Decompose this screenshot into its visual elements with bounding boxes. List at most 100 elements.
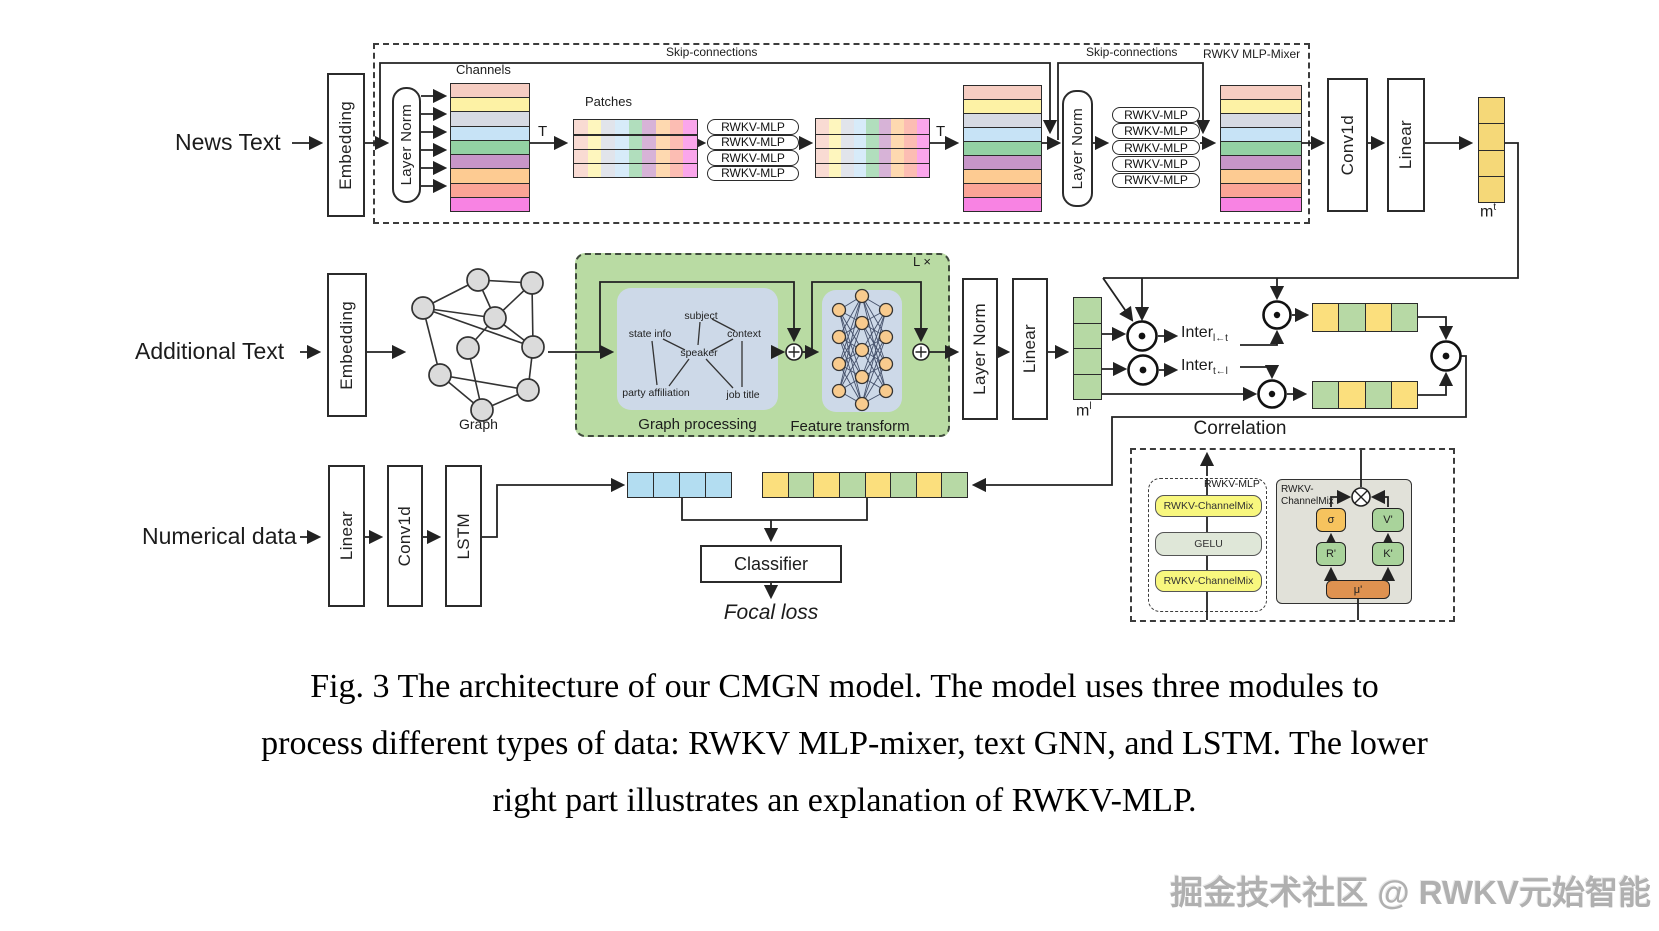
color-cell [1074,322,1101,348]
color-cell [1221,155,1301,169]
caption-line-1: Fig. 3 The architecture of our CMGN mode… [310,668,1379,705]
caption-line-2: process different types of data: RWKV ML… [261,725,1428,762]
color-cell [1221,86,1301,99]
color-cell [451,139,529,155]
color-cell [1221,127,1301,141]
color-cell [1221,169,1301,183]
gp-node-subject: subject [684,310,718,322]
rwkv-mlp-pill: RWKV-MLP [1112,123,1200,139]
color-cell [1221,197,1301,211]
r-prime-box: R' [1316,542,1346,566]
gp-node-state-info: state info [628,328,672,340]
channelmix-right-label-line1: RWKV- [1281,484,1314,495]
color-cell [451,154,529,169]
color-cell [1074,348,1101,374]
conv1d-box-news: Conv1d [1327,78,1368,212]
patch-row-divider [816,133,929,135]
color-cell [1479,98,1504,124]
rwkv-mlp-pill: RWKV-MLP [1112,139,1200,156]
patch-row-divider [816,162,929,164]
inter-sub: t←l [1213,366,1228,378]
mt-label: mt [1480,202,1496,221]
l-times-label: L × [913,254,931,269]
patch-row-divider [574,134,697,136]
mu-prime-box: μ' [1326,580,1390,599]
color-cell [864,473,891,497]
color-cell [1313,382,1339,408]
color-cell [964,86,1041,99]
color-cell [1074,373,1101,399]
embedding-box-additional: Embedding [327,273,367,417]
linear-label: Linear [1020,324,1039,374]
embedding-box-news: Embedding [327,73,365,217]
embedding-label: Embedding [337,300,356,390]
channelmix-right-label-line2: ChannelMix [1281,496,1334,507]
fused-strip-2 [1312,381,1418,409]
linear-label: Linear [336,511,356,561]
ml-label: ml [1076,401,1092,420]
mu-prime-label: μ' [1353,583,1363,596]
linear-box-additional: Linear [1012,278,1048,420]
skip-connections-label-1: Skip-connections [666,45,758,59]
graph-processing-label: Graph processing [638,416,757,433]
k-prime-label: K' [1383,548,1393,560]
color-cell [964,169,1041,183]
channelmix-label: RWKV-ChannelMix [1163,575,1254,587]
patches-label: Patches [585,94,632,109]
lstm-label: LSTM [453,512,473,560]
color-cell [1479,123,1504,150]
inter-base: Inter [1181,357,1214,374]
color-cell [1338,304,1365,331]
m-sup: t [1493,202,1497,213]
conv1d-label: Conv1d [1337,114,1357,176]
feature-transform-box [822,290,902,412]
color-cell [1221,113,1301,127]
color-cell [787,473,814,497]
transpose-label-2: T [936,123,946,140]
feature-transform-label: Feature transform [790,418,910,435]
rwkv-mlp-pill: RWKV-MLP [707,165,799,181]
color-cell [1479,175,1504,202]
focal-loss-label: Focal loss [723,601,819,624]
channels-label: Channels [456,62,511,77]
channelmix-pill-top: RWKV-ChannelMix [1155,495,1262,517]
color-cell [451,196,529,211]
color-cell [915,473,942,497]
layer-norm-box-1: Layer Norm [392,87,421,203]
color-cell [964,141,1041,155]
color-cell [653,473,679,497]
layer-norm-box-3: Layer Norm [962,278,998,420]
color-cell [1221,141,1301,155]
patches-block-1 [573,119,698,178]
inter-base: Inter [1181,324,1214,341]
color-cell [1364,382,1391,408]
gp-node-party-affiliation: party affiliation [622,387,690,399]
transpose-label-1: T [538,123,548,140]
mt-vector [1478,97,1505,203]
gelu-label: GELU [1194,538,1223,550]
rwkv-mlp-pill: RWKV-MLP [1112,172,1200,188]
color-cell [964,155,1041,169]
color-cell [890,473,916,497]
color-cell [451,97,529,112]
linear-label: Linear [1396,120,1415,170]
classifier-box: Classifier [700,545,842,583]
skip-connections-label-2: Skip-connections [1086,45,1178,59]
m-base: m [1480,203,1494,221]
layer-norm-box-2: Layer Norm [1062,90,1093,207]
color-cell [964,127,1041,141]
color-cell [451,182,529,197]
color-cell [1221,99,1301,113]
figure-caption: Fig. 3 The architecture of our CMGN mode… [30,658,1659,829]
numerical-data-input-label: Numerical data [142,523,297,549]
m-sup: l [1089,401,1092,412]
conv1d-box-numerical: Conv1d [387,465,423,607]
color-cell [679,473,705,497]
linear-box-news: Linear [1387,78,1425,212]
color-cell [1479,149,1504,176]
rwkv-mlp-mixer-frame [373,43,1310,224]
linear-box-numerical: Linear [328,465,365,607]
